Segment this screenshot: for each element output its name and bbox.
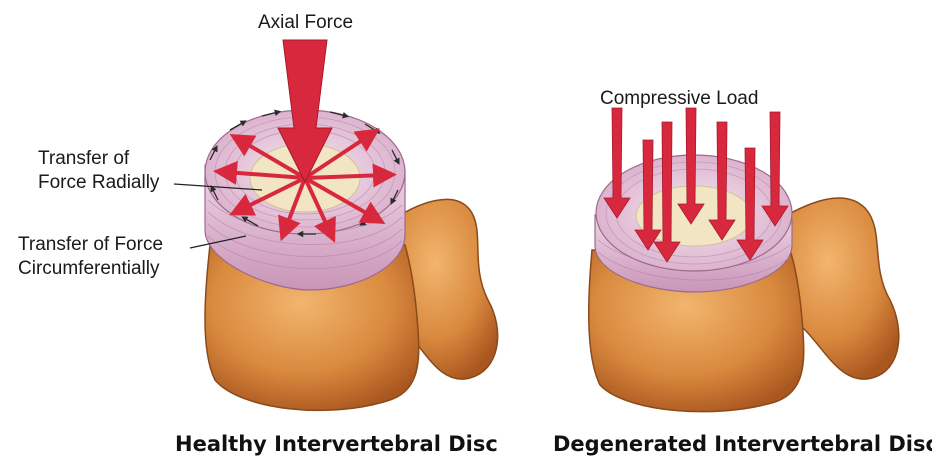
transfer-circumferential-label-line1: Transfer of Force xyxy=(18,234,163,256)
transfer-circumferential-label-line2: Circumferentially xyxy=(18,258,159,280)
degenerated-disc-caption: Degenerated Intervertebral Disc xyxy=(553,432,932,456)
axial-force-label: Axial Force xyxy=(258,12,353,34)
compressive-load-label: Compressive Load xyxy=(600,88,758,110)
healthy-disc-caption: Healthy Intervertebral Disc xyxy=(175,432,498,456)
degenerated-disc-illustration xyxy=(589,108,899,412)
healthy-disc-illustration xyxy=(174,40,498,410)
transfer-radial-label-line2: Force Radially xyxy=(38,172,159,194)
transfer-radial-label-line1: Transfer of xyxy=(38,148,129,170)
